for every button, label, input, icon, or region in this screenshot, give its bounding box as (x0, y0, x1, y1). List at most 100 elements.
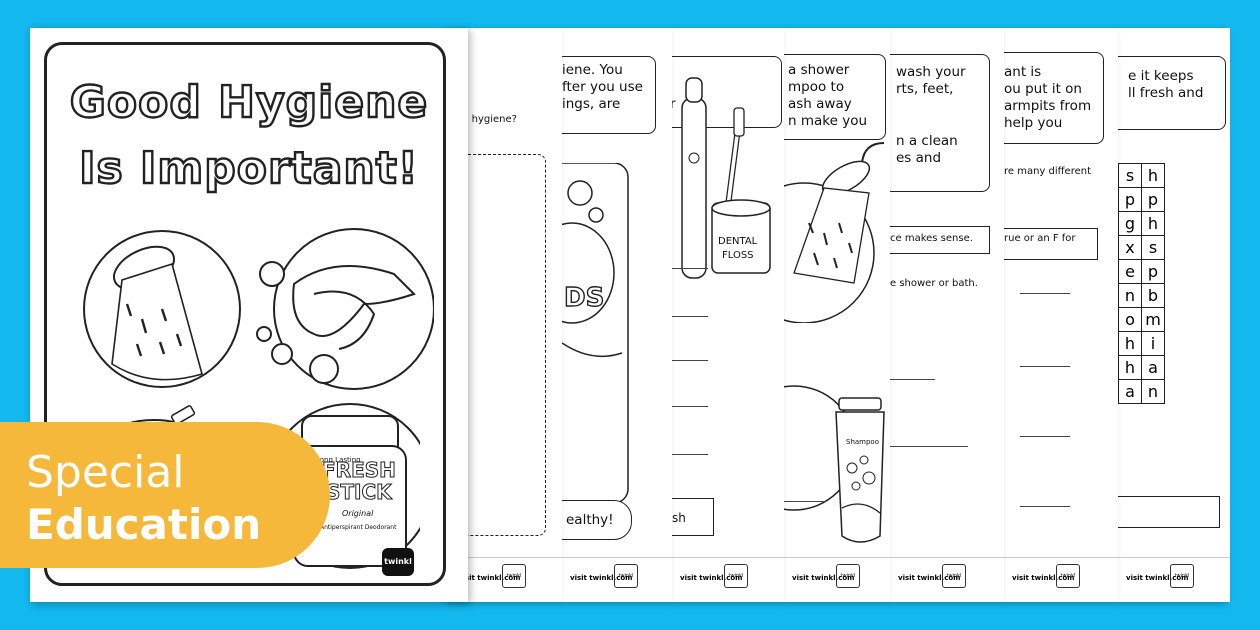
sheet-text: e it keeps (1128, 68, 1194, 84)
grid-cell: s (1118, 163, 1142, 188)
sheet-text: armpits from (1004, 98, 1092, 114)
answer-box (672, 498, 714, 536)
answer-line (672, 406, 708, 407)
footer-url: visit twinkl.com (1126, 574, 1189, 582)
answer-line (1020, 366, 1070, 367)
grid-cell: h (1118, 331, 1142, 356)
answer-line (784, 501, 826, 502)
logo-icon: twinkl (1170, 564, 1194, 588)
grid-cell: b (1141, 283, 1165, 308)
toothbrush-icon (681, 77, 771, 279)
grid-cell: h (1118, 355, 1142, 380)
twinkl-logo: twinkl (382, 548, 414, 576)
deodorant-brand: FRESH (322, 458, 397, 482)
info-box (890, 54, 990, 192)
grid-cell: x (1118, 235, 1142, 260)
cover-title-line1: Good Hygiene (69, 76, 429, 129)
worksheet-page-2: iene. You fter you use ings, are DS ealt… (562, 28, 672, 602)
sheet-text: n make you (788, 113, 868, 129)
question-box (890, 226, 990, 254)
grid-cell: a (1141, 355, 1165, 380)
info-box (1118, 56, 1226, 130)
info-box (784, 54, 886, 140)
footer-url: visit twinkl.com (1012, 574, 1075, 582)
grid-cell: s (1141, 235, 1165, 260)
question-text: ce makes sense. (890, 233, 973, 244)
worksheet-page-6: ant is ou put it on armpits from help yo… (1004, 28, 1118, 602)
answer-box (460, 154, 546, 536)
question-text: od hygiene? (456, 114, 517, 125)
badge-line2: Education (26, 500, 262, 549)
cover-frame (44, 42, 446, 586)
deodorant-brand: STICK (326, 480, 393, 504)
sheet-text: ou put it on (1004, 81, 1082, 97)
grid-cell: p (1118, 187, 1142, 212)
shower-icon (83, 230, 241, 388)
worksheet-page-4: a shower mpoo to ash away n make you Sha… (784, 28, 890, 602)
question-box (1004, 228, 1098, 260)
question-text: rue or an F for (1004, 233, 1076, 244)
floss-label: FLOSS (722, 250, 754, 261)
special-education-badge: Special Education (0, 422, 330, 568)
logo-icon: twinkl (942, 564, 966, 588)
answer-line (672, 360, 708, 361)
sheet-text: sh (672, 511, 686, 525)
shower-head-icon (784, 142, 885, 323)
sheet-text: iene. You (562, 62, 623, 78)
grid-cell: i (1141, 331, 1165, 356)
info-box (1004, 52, 1104, 144)
soap-icon (562, 163, 629, 503)
sheet-text: n a clean (896, 133, 958, 149)
answer-line (1020, 506, 1070, 507)
worksheet-page-5: wash your rts, feet, n a clean es and ce… (890, 28, 1004, 602)
question-text: e shower or bath. (890, 278, 978, 289)
badge-line1: Special (26, 447, 185, 498)
grid-cell: p (1141, 187, 1165, 212)
grid-cell: h (1141, 163, 1165, 188)
question-text: re many different (1004, 166, 1091, 177)
logo-icon: twinkl (614, 564, 638, 588)
sheet-text: ings, are (562, 96, 621, 112)
soap-label: DS (563, 283, 605, 313)
footer-url: visit twinkl.com (680, 574, 743, 582)
footer-url: visit twinkl.com (458, 574, 521, 582)
grid-cell: m (1141, 307, 1165, 332)
grid-cell: p (1141, 259, 1165, 284)
answer-box (562, 500, 632, 540)
sheet-text: ant is (1004, 64, 1042, 80)
sheet-text: help you (1004, 115, 1063, 131)
grid-cell: e (1118, 259, 1142, 284)
answer-line (1020, 293, 1070, 294)
deodorant-label: Long Lasting (316, 456, 361, 464)
grid-cell: h (1141, 211, 1165, 236)
sheet-text: fter you use (562, 79, 643, 95)
shampoo-bottle-icon (784, 385, 885, 543)
answer-line (890, 446, 968, 447)
grid-cell: a (1118, 379, 1142, 404)
logo-icon: twinkl (502, 564, 526, 588)
answer-box (1118, 496, 1220, 528)
grid-cell: o (1118, 307, 1142, 332)
cover-title-line2: Is Important! (78, 142, 419, 195)
sheet-text: r (672, 96, 676, 112)
floss-label: DENTAL (718, 236, 758, 247)
info-box (562, 56, 656, 134)
